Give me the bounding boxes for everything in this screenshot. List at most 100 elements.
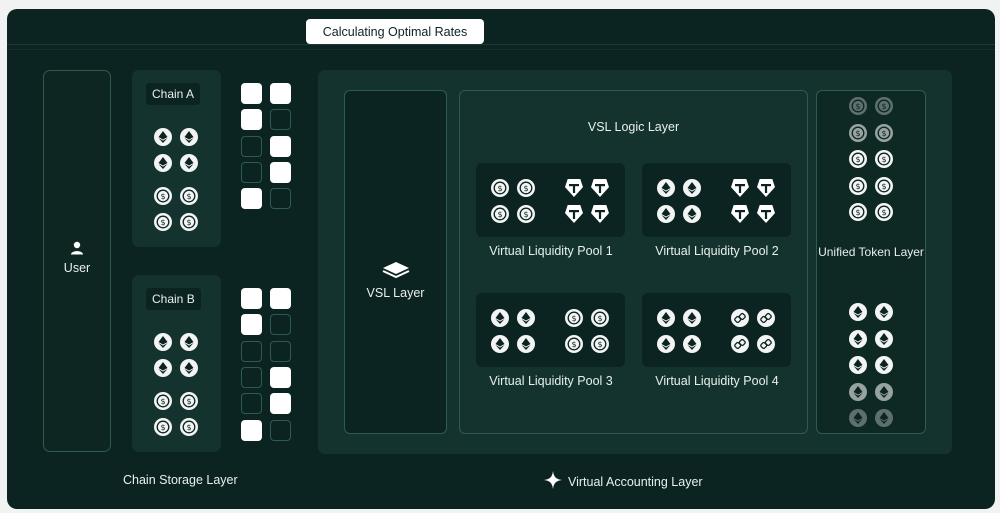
- svg-text:$: $: [497, 184, 502, 193]
- usdc-icon: $: [154, 392, 172, 410]
- chain-b-card: Chain B $$$$: [132, 275, 221, 452]
- storage-slot: [241, 135, 262, 157]
- header-divider: [7, 44, 995, 45]
- liquidity-pool-label: Virtual Liquidity Pool 1: [489, 244, 613, 258]
- svg-text:$: $: [160, 192, 165, 201]
- usdc-icon: $: [875, 150, 893, 168]
- ethereum-icon: [875, 382, 893, 401]
- ethereum-icon: [849, 382, 867, 401]
- svg-text:$: $: [881, 182, 886, 191]
- usdc-icon: $: [591, 309, 609, 327]
- chain-a-label: Chain A: [146, 83, 201, 105]
- svg-text:$: $: [186, 192, 191, 201]
- svg-text:$: $: [597, 340, 602, 349]
- storage-slot: [270, 419, 291, 441]
- storage-slot: [270, 393, 291, 415]
- svg-text:$: $: [571, 314, 576, 323]
- storage-slot: [270, 366, 291, 388]
- ethereum-icon: [517, 335, 535, 353]
- storage-slot: [241, 419, 262, 441]
- usdc-icon: $: [591, 335, 609, 353]
- svg-text:$: $: [855, 155, 860, 164]
- svg-text:$: $: [160, 397, 165, 406]
- vsl-layer-label: VSL Layer: [366, 286, 425, 300]
- user-column: User: [43, 70, 111, 452]
- liquidity-pool-label: Virtual Liquidity Pool 2: [655, 244, 779, 258]
- svg-text:$: $: [881, 129, 886, 138]
- unified-token-layer: $ $ $ $ $ $ $ $ $ $ Unified Token Layer: [816, 90, 926, 434]
- chainlink-icon: [731, 309, 749, 327]
- storage-slot: [270, 161, 291, 183]
- tether-icon: [731, 205, 749, 223]
- storage-slot: [241, 161, 262, 183]
- svg-text:$: $: [571, 340, 576, 349]
- tether-icon: [757, 179, 775, 197]
- storage-slot: [270, 340, 291, 362]
- ethereum-icon: [683, 179, 701, 197]
- liquidity-pool-3: $ $ $ $: [476, 293, 625, 367]
- storage-slot: [241, 393, 262, 415]
- usdc-icon: $: [849, 176, 867, 195]
- svg-text:$: $: [881, 155, 886, 164]
- tether-icon: [591, 179, 609, 197]
- liquidity-pool-label: Virtual Liquidity Pool 3: [489, 374, 613, 388]
- storage-slot: [241, 366, 262, 388]
- status-pill: Calculating Optimal Rates: [306, 19, 484, 44]
- ethereum-icon: [180, 333, 198, 351]
- ethereum-icon: [180, 128, 198, 146]
- ethereum-icon: [517, 309, 535, 327]
- usdc-icon: $: [849, 123, 867, 142]
- storage-slot: [241, 314, 262, 336]
- user-label: User: [63, 261, 91, 275]
- usdc-icon: $: [491, 205, 509, 223]
- storage-slot: [241, 340, 262, 362]
- storage-slot: [241, 83, 262, 104]
- svg-text:$: $: [186, 218, 191, 227]
- usdc-icon: $: [875, 123, 893, 142]
- usdc-icon: $: [849, 203, 867, 221]
- ethereum-icon: [657, 309, 675, 327]
- svg-text:$: $: [523, 184, 528, 193]
- logic-layer-title: VSL Logic Layer: [587, 120, 680, 134]
- svg-text:$: $: [881, 208, 886, 217]
- chainlink-icon: [757, 335, 775, 353]
- usdc-icon: $: [849, 97, 867, 115]
- usdc-icon: $: [517, 179, 535, 197]
- storage-slot: [270, 288, 291, 309]
- ethereum-icon: [491, 309, 509, 327]
- unified-token-label: Unified Token Layer: [818, 245, 924, 259]
- svg-text:$: $: [881, 102, 886, 111]
- ethereum-icon: [683, 205, 701, 223]
- usdc-icon: $: [180, 418, 198, 436]
- usdc-icon: $: [180, 187, 198, 205]
- svg-text:$: $: [186, 397, 191, 406]
- stack-icon: [345, 259, 446, 279]
- storage-slot: [241, 109, 262, 131]
- usdc-icon: $: [565, 335, 583, 353]
- ethereum-icon: [875, 409, 893, 427]
- storage-slot: [241, 288, 262, 309]
- chainlink-icon: [757, 309, 775, 327]
- liquidity-pool-label: Virtual Liquidity Pool 4: [655, 374, 779, 388]
- tether-icon: [565, 179, 583, 197]
- usdc-icon: $: [875, 203, 893, 221]
- ethereum-icon: [875, 356, 893, 374]
- ethereum-icon: [657, 205, 675, 223]
- ethereum-icon: [849, 329, 867, 348]
- chain-b-label: Chain B: [146, 288, 201, 310]
- ethereum-icon: [657, 179, 675, 197]
- ethereum-icon: [683, 335, 701, 353]
- storage-slot: [241, 188, 262, 210]
- liquidity-pool-1: $$$$: [476, 163, 625, 237]
- usdc-icon: $: [154, 187, 172, 205]
- liquidity-pool-2: [642, 163, 791, 237]
- usdc-icon: $: [491, 179, 509, 197]
- ethereum-icon: [683, 309, 701, 327]
- user-icon: [44, 241, 110, 255]
- ethereum-icon: [849, 356, 867, 374]
- tether-icon: [757, 205, 775, 223]
- svg-text:$: $: [855, 129, 860, 138]
- svg-text:$: $: [855, 182, 860, 191]
- chainlink-icon: [731, 335, 749, 353]
- chain-a-card: Chain A $$$$: [132, 70, 221, 247]
